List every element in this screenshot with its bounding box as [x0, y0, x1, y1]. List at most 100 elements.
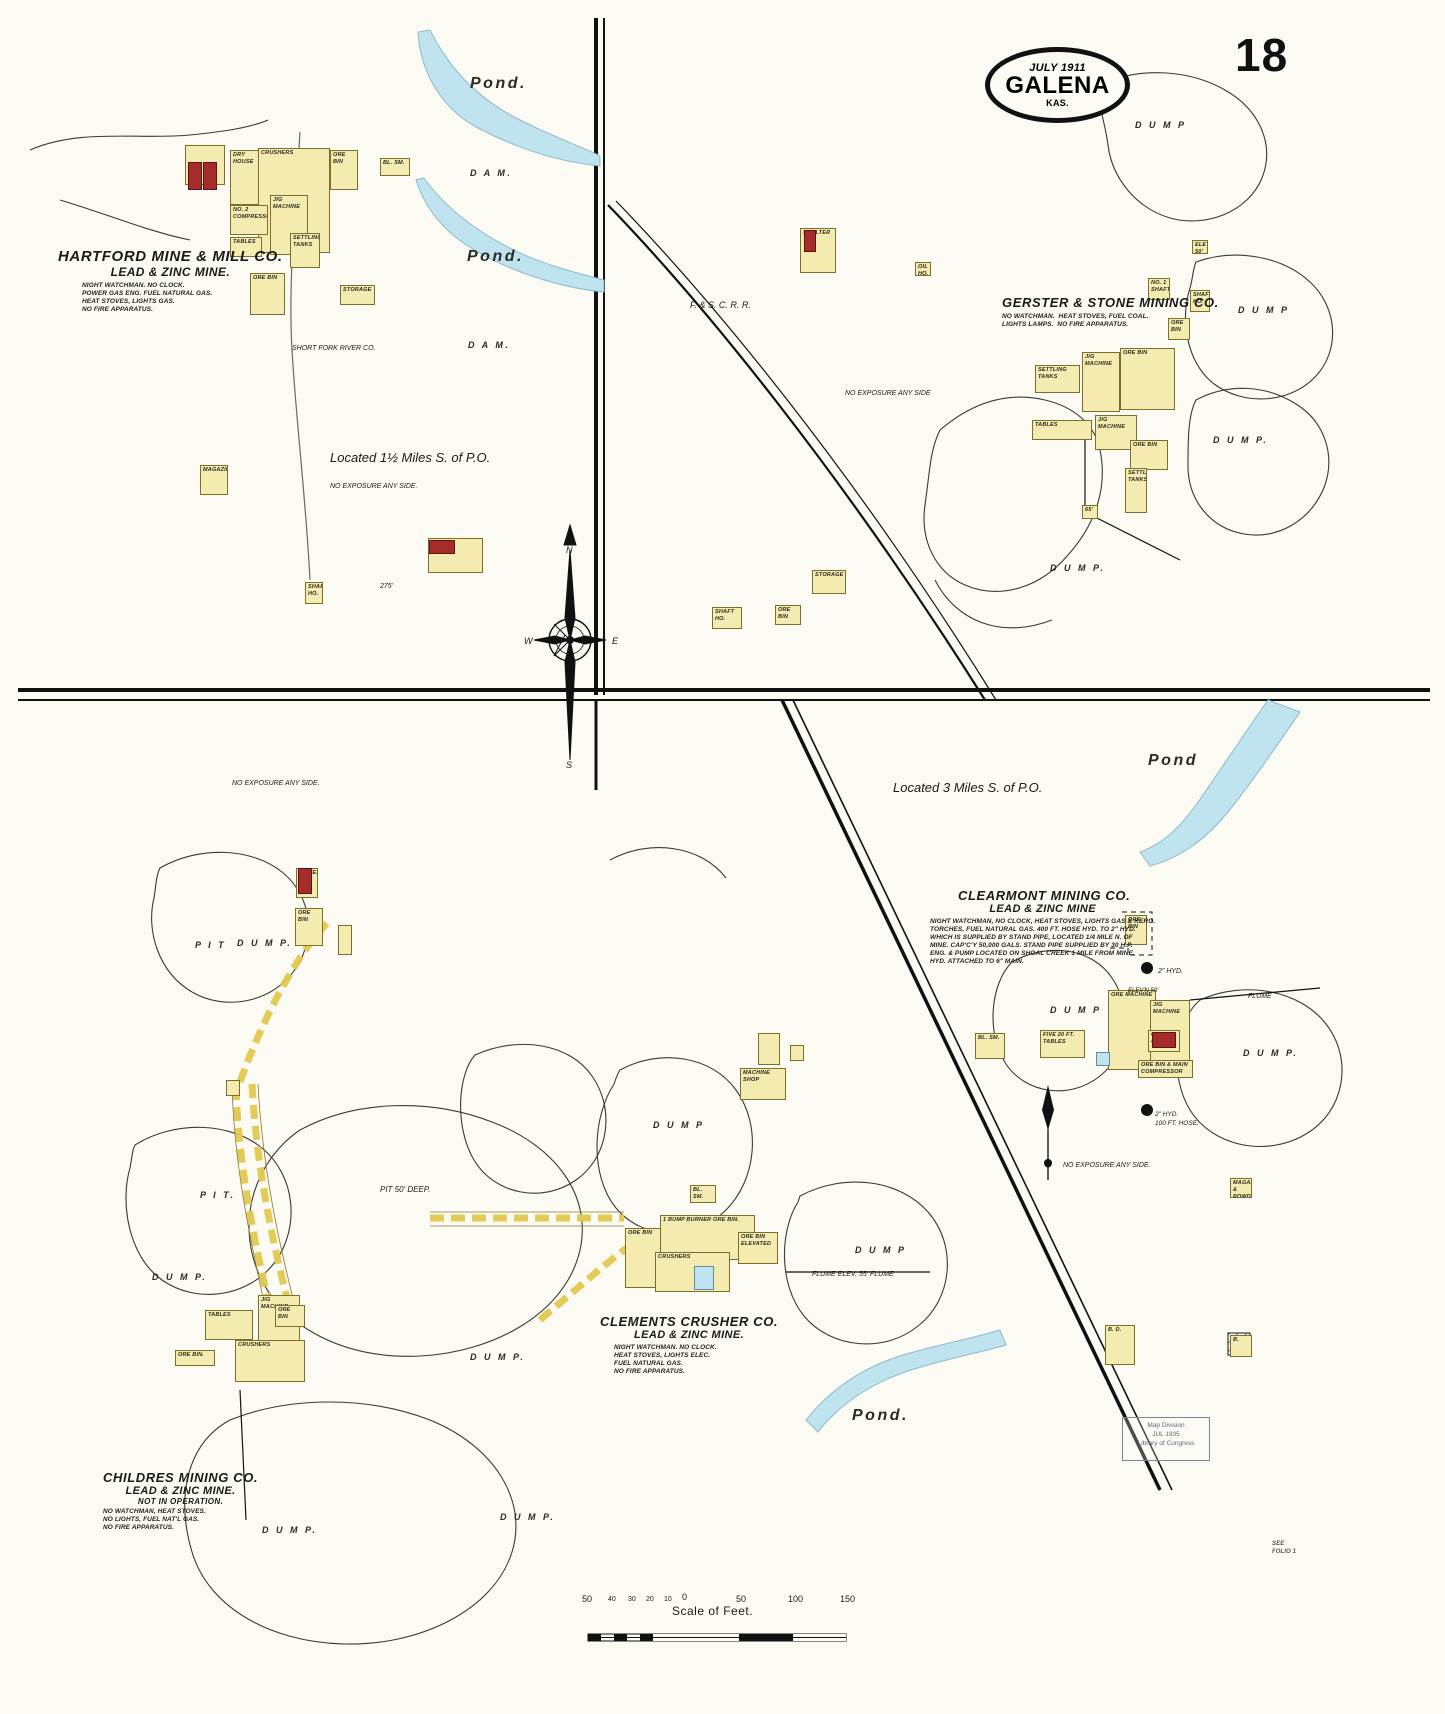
structure-block: SETTLING TANKS	[290, 233, 320, 268]
structure-label: MAGAZINE & POWDER	[1233, 1180, 1251, 1198]
structure-block: FIVE 20 FT. TABLES	[1040, 1030, 1085, 1058]
brick-structure	[429, 540, 455, 554]
cartouche-city: GALENA	[1005, 72, 1110, 99]
brick-structure	[804, 230, 816, 252]
map-annotation: 2" HYD.	[1158, 968, 1184, 975]
firm-name: CLEMENTS CRUSHER CO.	[600, 1314, 779, 1329]
structure-label: ORE BIN	[1128, 917, 1141, 930]
structure-label: TABLES	[208, 1312, 231, 1318]
structure-block: BL. SM.	[690, 1185, 716, 1203]
railroad	[607, 200, 997, 701]
structure-block: SHAFT HO.	[1190, 290, 1210, 312]
structure-block: CRUSHERS	[655, 1252, 730, 1292]
compass-west-label: W	[524, 636, 533, 646]
property-boundary	[1108, 911, 1153, 956]
stone-structure	[694, 1266, 714, 1290]
map-annotation: NO EXPOSURE ANY SIDE.	[330, 483, 418, 490]
structure-label: SETTLING TANKS	[1038, 367, 1067, 380]
structure-label: ORE BIN	[253, 275, 278, 281]
structure-block: NO. 2 COMPRESSOR	[230, 205, 268, 235]
structure-block: TABLES	[205, 1310, 253, 1340]
flume-corridors	[232, 917, 635, 1323]
structure-block	[226, 1080, 240, 1096]
firm-notes: NIGHT WATCHMAN. NO CLOCK. HEAT STOVES, L…	[614, 1344, 717, 1375]
structure-label: 1 BUMP BURNER ORE BIN.	[663, 1217, 740, 1223]
structure-label: JIG MACHINE	[1153, 1002, 1181, 1015]
structure-block: SHAFT HO.	[305, 582, 323, 604]
structure-label: ORE BIN ELEVATED	[741, 1234, 772, 1247]
firm-name: GERSTER & STONE MINING CO.	[1002, 295, 1219, 310]
stamp-line-2: JUL 1935	[1152, 1431, 1180, 1438]
structure-label: ORE BIN	[778, 607, 791, 620]
structure-label: 65'	[1085, 507, 1094, 513]
structure-block: ORE BIN ELEVATED	[738, 1232, 778, 1264]
structure-block: NO. 1 SHAFT	[1148, 278, 1170, 300]
firm-block-clements: CLEMENTS CRUSHER CO. LEAD & ZINC MINE. N…	[600, 1314, 778, 1376]
water-label: Pond.	[470, 75, 527, 92]
structure-label: FIVE 20 FT. TABLES	[1043, 1032, 1075, 1045]
dump-label: D U M P.	[1050, 563, 1106, 573]
dump-label: D U M P.	[237, 938, 293, 948]
scale-tick: 50	[582, 1594, 593, 1604]
structure-label: ORE BIN	[1123, 350, 1148, 356]
firm-subtitle: LEAD & ZINC MINE.	[634, 1329, 745, 1341]
structure-label: ORE BIN	[278, 1307, 291, 1320]
firm-block-clearmont: CLEARMONT MINING CO. LEAD & ZINC MINE NI…	[930, 888, 1155, 966]
map-annotation: 2" HYD. 100 FT. HOSE.	[1155, 1111, 1199, 1127]
structure-block: JIG MACHINE	[1082, 352, 1120, 412]
structure-block: ORE BIN	[1125, 915, 1147, 945]
scale-tick-zero: 0	[682, 1592, 688, 1602]
structure-label: JIG MACHINE	[273, 197, 301, 210]
scale-tick: 50	[736, 1594, 747, 1604]
firm-name: CLEARMONT MINING CO.	[958, 888, 1131, 903]
structure-label: ORE BIN.	[178, 1352, 205, 1358]
map-annotation: Located 3 Miles S. of P.O.	[893, 780, 1043, 795]
firm-subtitle: LEAD & ZINC MINE.	[125, 1485, 236, 1497]
structure-label: ORE MACHINE	[1111, 992, 1153, 998]
scale-bar-graphic	[587, 1633, 847, 1642]
structure-label: CRUSHERS	[238, 1342, 271, 1348]
scale-tick: 30	[628, 1596, 636, 1603]
structure-label: BL. SM.	[978, 1035, 1000, 1041]
structure-block: ORE BIN	[1130, 440, 1168, 470]
structure-block: 65'	[1082, 505, 1098, 519]
dump-label: D U M P.	[470, 1352, 526, 1362]
structure-block: ELEV'N 50'	[1192, 240, 1208, 254]
structure-label: B.	[1233, 1337, 1239, 1343]
structure-block: TABLES	[230, 237, 262, 257]
structure-label: ORE BIN	[1133, 442, 1158, 448]
structure-block: OIL HO.	[915, 262, 931, 276]
map-annotation: F. & S. C. R. R.	[690, 300, 751, 310]
structure-block: STORAGE	[340, 285, 375, 305]
structure-label: B. D.	[1108, 1327, 1122, 1333]
structure-block: ORE BIN	[250, 273, 285, 315]
map-annotation: FLUME ELEV. 55' FLUME	[812, 1271, 894, 1278]
dump-label: D U M P	[653, 1120, 705, 1130]
structure-block: B. D.	[1105, 1325, 1135, 1365]
structure-label: MACHINE SHOP	[743, 1070, 771, 1083]
brick-structure	[1152, 1032, 1176, 1048]
structure-label: JIG MACHINE	[1085, 354, 1113, 367]
map-annotation: FLUME	[1248, 993, 1272, 1000]
structure-block: ORE BIN & MAIN COMPRESSOR	[1138, 1060, 1193, 1078]
structure-block: SETTLING TANKS	[1035, 365, 1080, 393]
map-annotation: ELEV'N 50'	[1128, 988, 1159, 994]
structure-label: SMELTER	[803, 230, 831, 236]
structure-block	[338, 925, 352, 955]
firm-subtitle: LEAD & ZINC MINE.	[110, 265, 231, 279]
structure-block: ORE BIN	[775, 605, 801, 625]
dump-label: D U M P.	[262, 1525, 318, 1535]
water-label: D A M.	[470, 168, 513, 178]
title-cartouche: JULY 1911 GALENA KAS.	[985, 47, 1130, 123]
structure-label: JIG MACHINE	[1098, 417, 1126, 430]
structure-block: MACHINE SHOP	[740, 1068, 786, 1100]
structure-label: SHAFT HO.	[715, 609, 735, 622]
scale-tick: 100	[788, 1594, 804, 1604]
structure-label: TABLES	[1035, 422, 1058, 428]
structure-label: ORE BIN	[628, 1230, 653, 1236]
map-annotation: PIT 50' DEEP.	[380, 1185, 431, 1194]
structure-label: CRUSHERS	[658, 1254, 691, 1260]
structure-label: BL. SM.	[693, 1187, 704, 1200]
firm-block-hartford: HARTFORD MINE & MILL CO. LEAD & ZINC MIN…	[58, 248, 283, 314]
structure-label: TABLES	[233, 239, 256, 245]
